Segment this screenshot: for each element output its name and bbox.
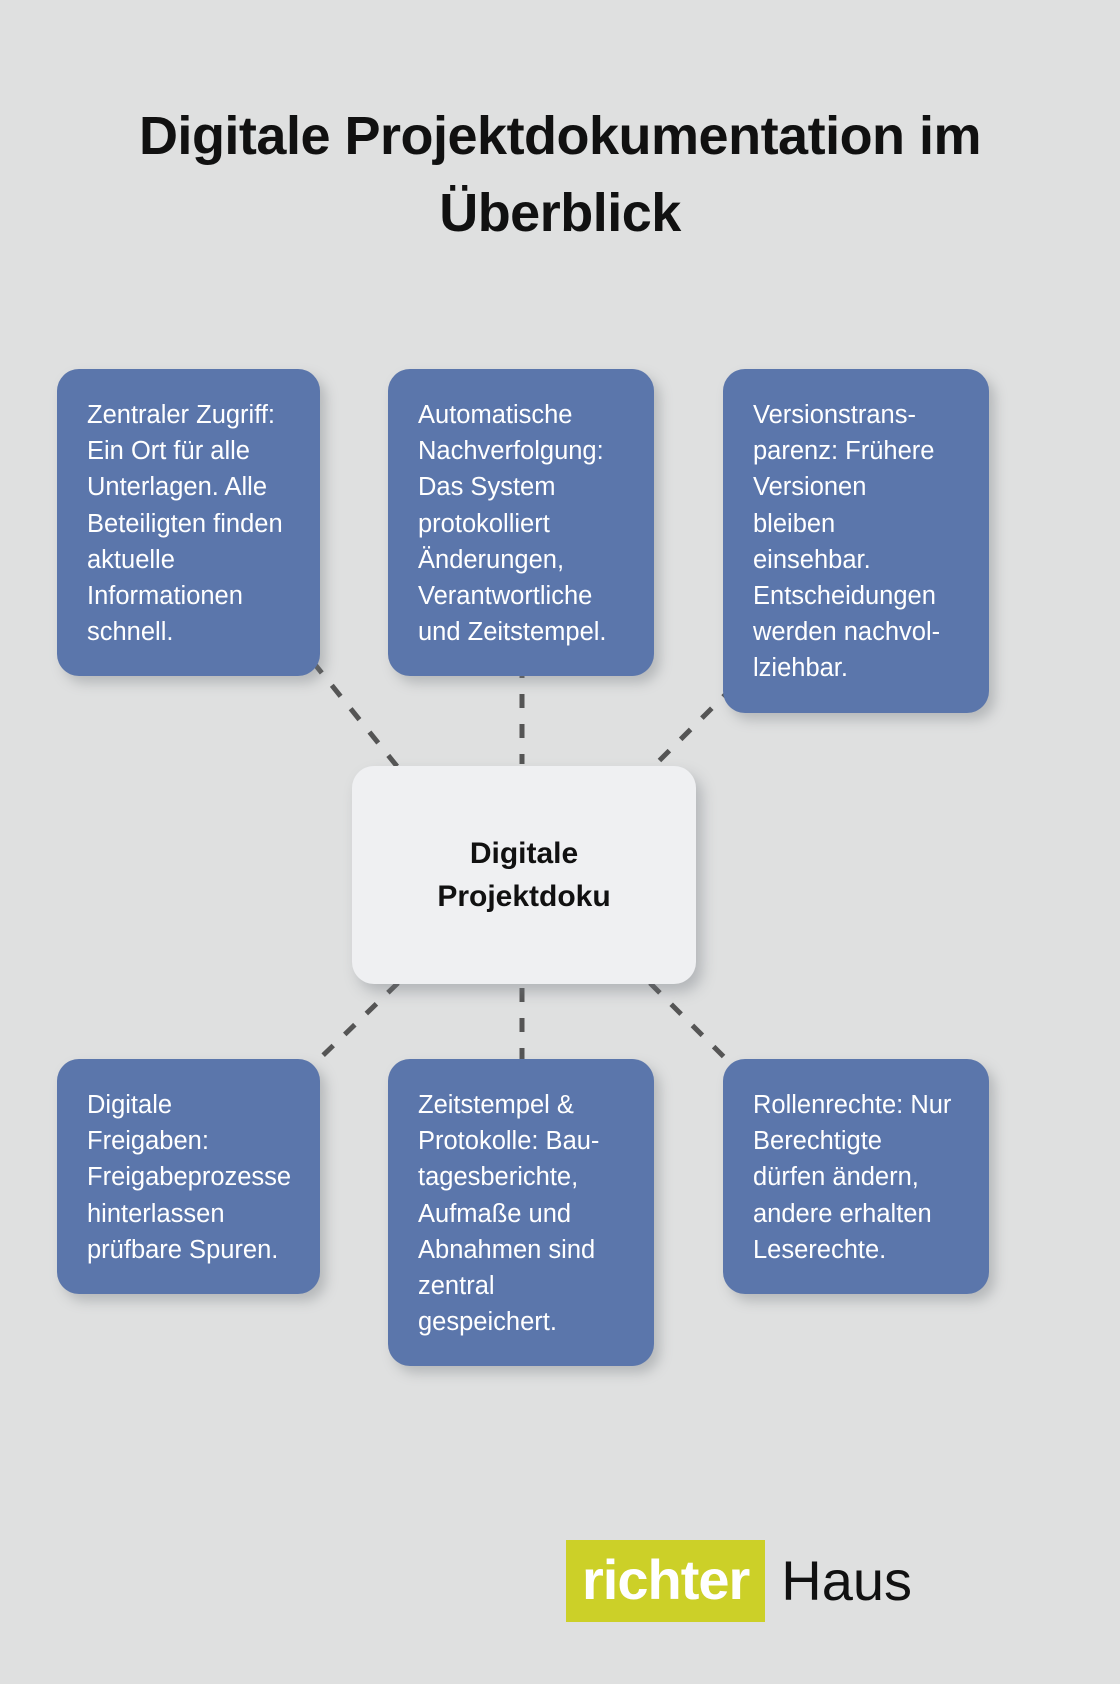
connector-line-2 [646,685,735,774]
brand-logo-mark: richter [566,1540,766,1622]
connector-line-0 [311,660,402,772]
page-title: Digitale Projektdokumentation im Überbli… [138,106,982,243]
node-digitale-freigaben[interactable]: Digitale Freigaben: Freigabeprozesse hin… [57,1059,320,1295]
center-node[interactable]: Digitale Projektdoku [352,766,696,984]
brand-logo-word: Haus [781,1549,913,1612]
node-automatische-nachverfolgung[interactable]: Automatische Nachverfolgung: Das System … [388,369,654,677]
node-zeitstempel-protokolle[interactable]: Zeitstempel & Protokolle: Bau- tagesberi… [388,1059,654,1367]
node-rollenrechte[interactable]: Rollenrechte: Nur Berechtigte dürfen änd… [723,1059,989,1295]
node-versionstransparenz[interactable]: Versionstrans- parenz: Frühere Versionen… [723,369,989,713]
connector-line-3 [310,981,400,1068]
connector-line-5 [648,981,737,1070]
brand-logo: richter Haus [566,1540,913,1622]
node-zentraler-zugriff[interactable]: Zentraler Zugriff: Ein Ort für alle Unte… [57,369,320,677]
